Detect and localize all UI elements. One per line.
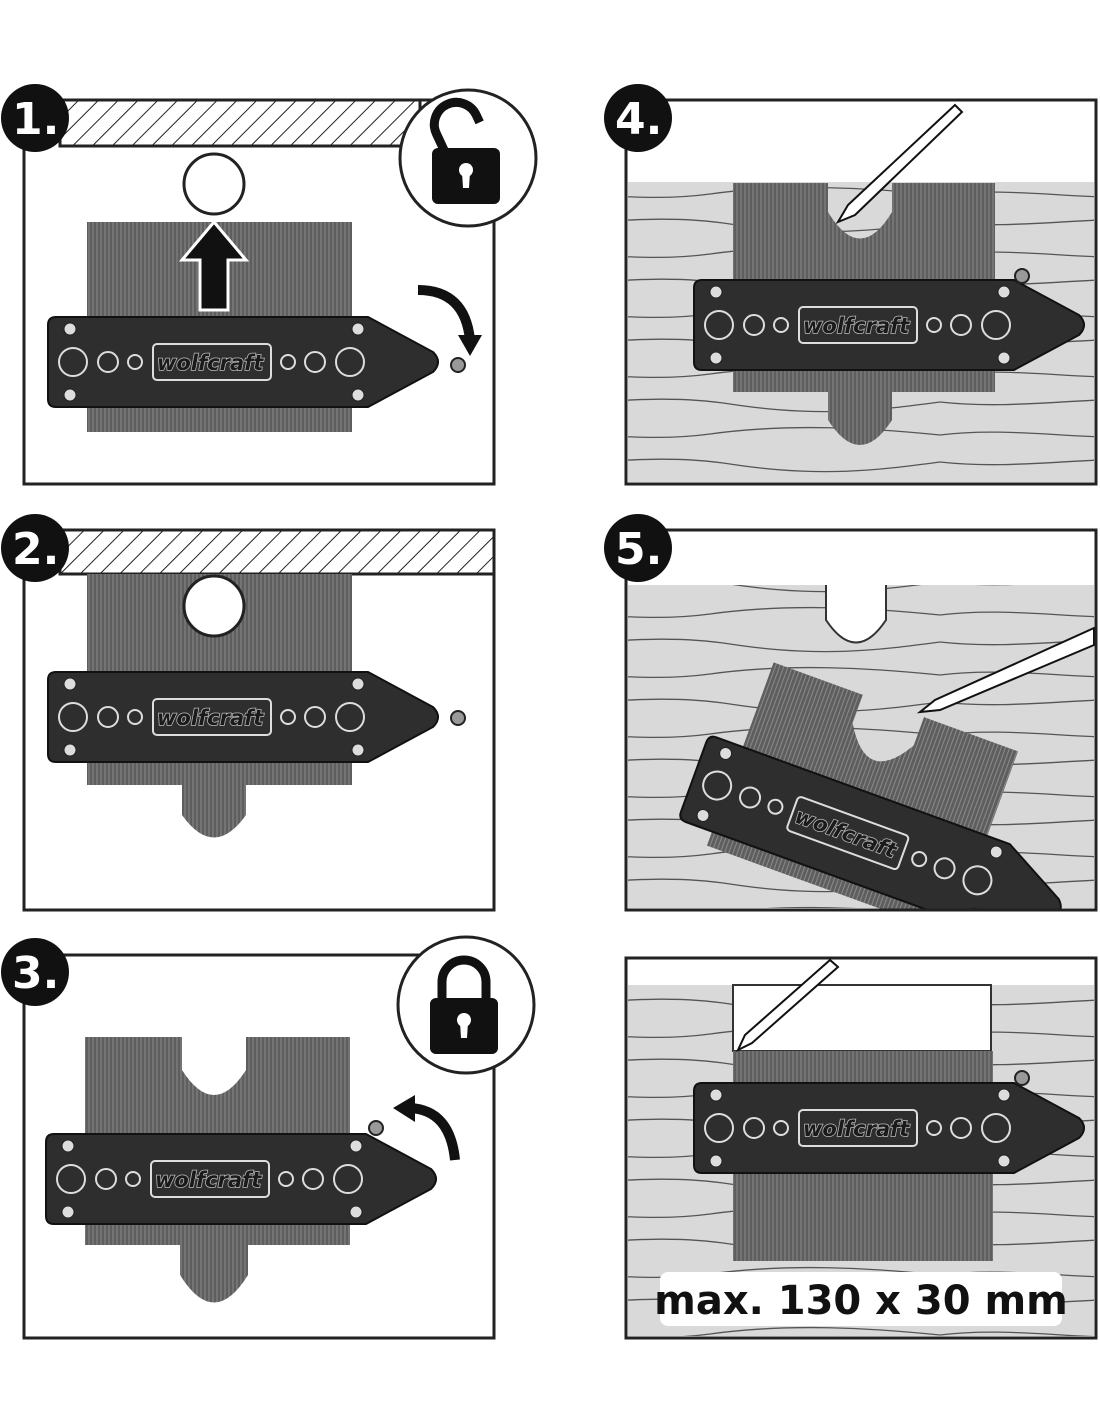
step-3-panel: wolfcraft 3. (1, 935, 536, 1340)
up-arrow-icon (178, 219, 250, 312)
brand-logo: wolfcraft (155, 1168, 262, 1192)
step-number: 3. (12, 948, 59, 999)
step-number: 5. (615, 524, 662, 575)
brand-logo: wolfcraft (803, 1117, 910, 1141)
step-number: 1. (12, 94, 59, 145)
pencil-icon (735, 958, 840, 1053)
step-number: 2. (12, 524, 59, 575)
traced-outline (825, 585, 887, 644)
round-profile (182, 152, 246, 216)
rotate-arrow-icon (409, 1103, 460, 1161)
brand-logo: wolfcraft (803, 314, 910, 338)
capacity-label: max. 130 x 30 mm (654, 1278, 1068, 1324)
capacity-panel: wolfcraft max. 130 x 30 mm (624, 956, 1098, 1340)
round-profile (182, 574, 246, 638)
rotate-arrow-icon (417, 285, 475, 341)
step-1-panel: wolfcraft 1. (1, 84, 538, 486)
step-5-panel: wolfcraft 5. (604, 514, 1098, 954)
step-2-panel: wolfcraft 2. (1, 514, 496, 912)
step-number: 4. (615, 94, 662, 145)
step-4-panel: wolfcraft 4. (604, 84, 1098, 486)
brand-logo: wolfcraft (157, 351, 264, 375)
pencil-icon (916, 626, 1095, 714)
pencil-icon (835, 103, 964, 225)
workpiece-section (58, 528, 496, 576)
brand-logo: wolfcraft (157, 706, 264, 730)
workpiece-section (58, 98, 422, 148)
lock-lever (450, 357, 466, 373)
